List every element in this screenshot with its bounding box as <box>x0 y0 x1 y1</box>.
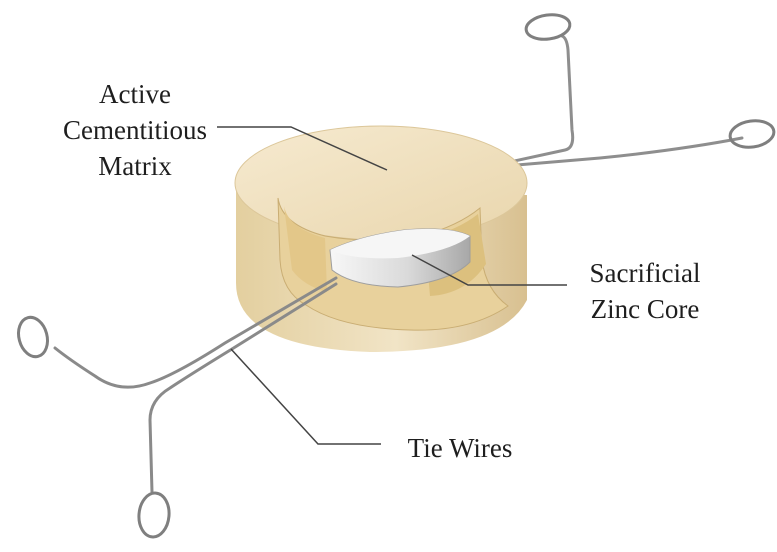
wire-loop-icon <box>14 314 171 538</box>
wire-loop-icon <box>525 12 776 150</box>
tie-wires-lower <box>55 278 336 492</box>
label-matrix-line-1: Active <box>60 76 210 112</box>
label-wires-line-1: Tie Wires <box>385 430 535 466</box>
label-matrix-line-2: Cementitious <box>60 112 210 148</box>
label-tie-wires: Tie Wires <box>385 430 535 466</box>
label-active-cementitious-matrix: Active Cementitious Matrix <box>60 76 210 184</box>
label-matrix-line-3: Matrix <box>60 148 210 184</box>
label-sacrificial-zinc-core: Sacrificial Zinc Core <box>570 255 720 327</box>
tie-wires-upper <box>505 36 742 166</box>
label-core-line-1: Sacrificial <box>570 255 720 291</box>
leader-wires <box>231 349 381 444</box>
label-core-line-2: Zinc Core <box>570 291 720 327</box>
